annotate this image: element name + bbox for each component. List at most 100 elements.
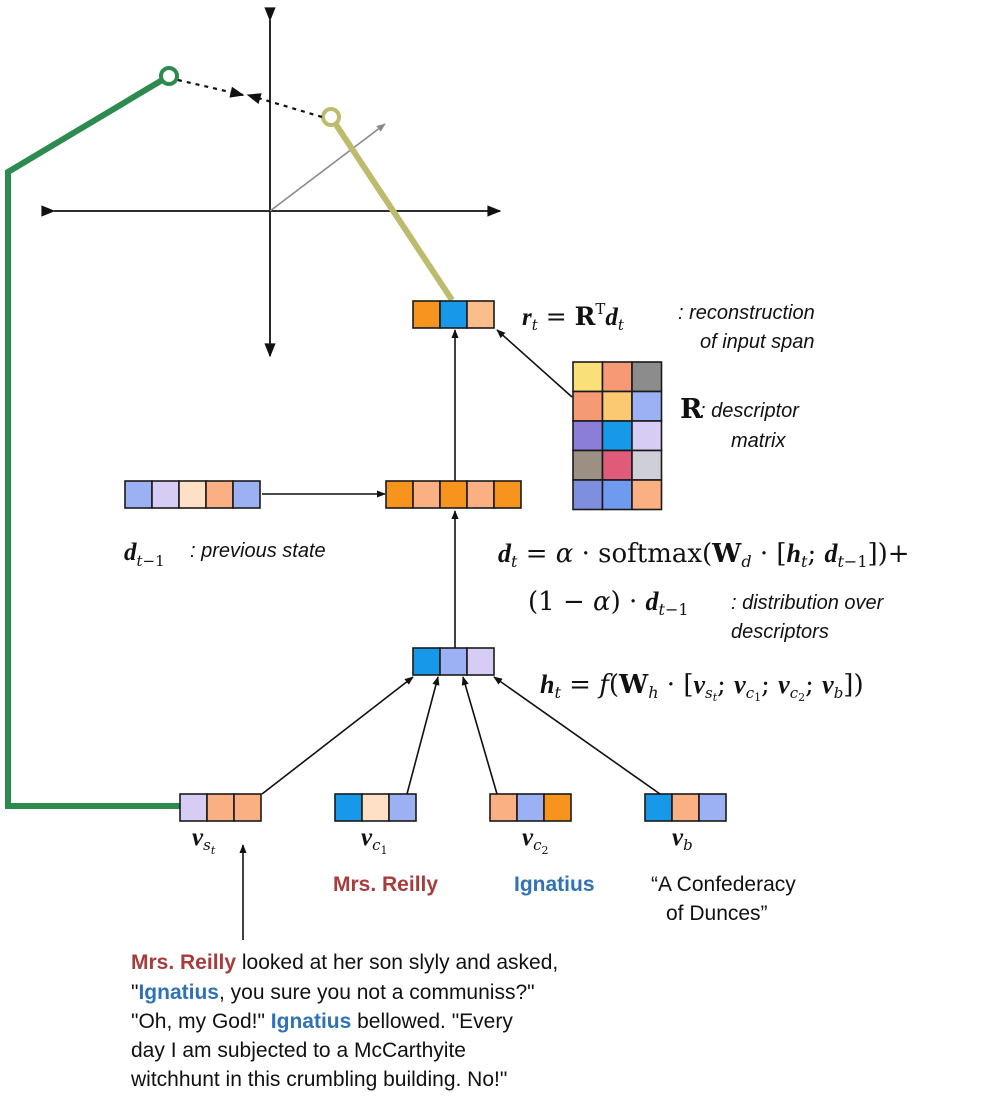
vector-d-prev [124, 480, 261, 509]
vector-cell [412, 647, 441, 676]
text-passage: Mrs. Reilly looked at her son slyly and … [130, 951, 558, 1091]
vector-cell [178, 480, 207, 509]
arrow-vst-to-h [261, 676, 414, 795]
passage-name-ignatius: Ignatius [271, 1010, 352, 1033]
matrix-cell [631, 361, 663, 393]
passage-line-1: Mrs. Reilly looked at her son slyly and … [131, 951, 558, 974]
vector-cell [206, 793, 235, 822]
vector-cell [489, 793, 518, 822]
matrix-cell [601, 361, 633, 393]
vector-cell [439, 300, 468, 329]
matrix-cell [601, 390, 633, 422]
green-endpoint-circle [159, 66, 179, 86]
R-desc-line2: matrix [731, 430, 786, 452]
passage-line-3: "Oh, my God!" Ignatius bellowed. "Every [131, 1010, 513, 1033]
character-2-name: Ignatius [514, 873, 595, 896]
passage-line-4: day I am subjected to a McCarthyite [131, 1039, 466, 1062]
arrow-vc1-to-h [406, 676, 440, 795]
r-desc-line2: of input span [700, 331, 815, 353]
passage-line-2: "Ignatius, you sure you not a communiss?… [131, 981, 535, 1004]
matrix-cell [631, 420, 663, 452]
vector-r-t [412, 300, 495, 329]
passage-text: " [131, 981, 138, 1004]
dotted-arrow-right [177, 78, 245, 98]
matrix-cell [572, 449, 604, 481]
vector-cell [644, 793, 673, 822]
v-st-label: vst [192, 824, 216, 857]
gray-diagonal-arrow [269, 123, 386, 212]
vector-cell [439, 647, 468, 676]
vector-d-t [385, 480, 522, 509]
R-symbol: R [680, 394, 703, 425]
arrow-vb-to-h [493, 676, 661, 795]
vector-cell [412, 480, 441, 509]
vector-cell [385, 480, 414, 509]
R-desc-line1: : descriptor [700, 400, 800, 422]
passage-name-mrs-reilly: Mrs. Reilly [131, 951, 236, 974]
coordinate-axes [41, 7, 502, 358]
vector-cell [466, 300, 495, 329]
d-desc-line2: descriptors [731, 621, 829, 643]
d-prev-symbol: dt−1 [124, 539, 165, 570]
green-path [5, 73, 180, 809]
book-title-line1: “A Confederacy [651, 873, 796, 896]
v-b-label: vb [672, 824, 693, 854]
v-c1-label: vc1 [361, 824, 388, 857]
passage-text: looked at her son slyly and asked, [236, 951, 558, 974]
vector-cell [151, 480, 180, 509]
d-equation-line1: dt = α · softmax(Wd · [ht; dt−1])+ [498, 539, 910, 571]
arrow-vc2-to-h [461, 676, 498, 795]
h-equation: ht = f(Wh · [vst; vc1; vc2; vb]) [540, 670, 864, 704]
passage-text: "Oh, my God!" [131, 1010, 271, 1033]
descriptor-matrix [572, 361, 663, 511]
vector-cell [698, 793, 727, 822]
vector-cell [205, 480, 234, 509]
matrix-cell [572, 361, 604, 393]
vector-v-c1 [334, 793, 417, 822]
arrow-R-to-r [496, 329, 573, 398]
vector-cell [671, 793, 700, 822]
matrix-cell [572, 479, 604, 511]
olive-endpoint-circle [321, 107, 341, 127]
matrix-cell [601, 479, 633, 511]
vector-cell [124, 480, 153, 509]
r-desc-line1: : reconstruction [678, 302, 815, 324]
character-1-name: Mrs. Reilly [333, 873, 438, 896]
vector-cell [334, 793, 363, 822]
vector-cell [179, 793, 208, 822]
flow-arrows [239, 329, 661, 940]
matrix-cell [601, 449, 633, 481]
matrix-cell [631, 479, 663, 511]
vector-cell [233, 793, 262, 822]
vector-h-t [412, 647, 495, 676]
vector-cell [439, 480, 468, 509]
d-desc-line1: : distribution over [731, 592, 885, 614]
matrix-cell [572, 420, 604, 452]
vector-cell [466, 647, 495, 676]
vector-v-st [179, 793, 262, 822]
d-equation-line2: (1 − α) · dt−1 [528, 587, 689, 619]
passage-line-5: witchhunt in this crumbling building. No… [130, 1068, 507, 1091]
matrix-cell [572, 390, 604, 422]
vector-cell [412, 300, 441, 329]
vector-cell [493, 480, 522, 509]
passage-text: , you sure you not a communiss?" [219, 981, 535, 1004]
vector-cell [388, 793, 417, 822]
v-c2-label: vc2 [522, 824, 549, 857]
dotted-arrow-left [246, 93, 323, 119]
passage-text: bellowed. "Every [351, 1010, 513, 1033]
matrix-cell [601, 420, 633, 452]
vector-v-c2 [489, 793, 572, 822]
vector-cell [232, 480, 261, 509]
book-title-line2: of Dunces” [666, 902, 768, 925]
vector-v-b [644, 793, 727, 822]
olive-path [328, 115, 455, 302]
matrix-cell [631, 449, 663, 481]
vector-cell [361, 793, 390, 822]
passage-name-ignatius: Ignatius [138, 981, 219, 1004]
vector-cell [466, 480, 495, 509]
vector-cell [516, 793, 545, 822]
r-equation: rt = RTdt [522, 300, 625, 334]
matrix-cell [631, 390, 663, 422]
